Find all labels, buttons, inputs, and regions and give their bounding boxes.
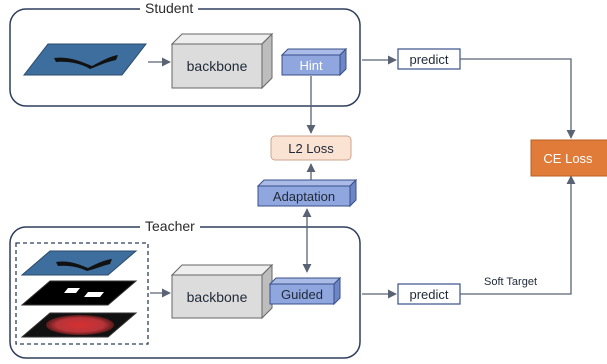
ce-loss-box <box>530 139 607 177</box>
teacher-group-label: Teacher <box>140 218 200 234</box>
l2-loss-box <box>270 135 352 161</box>
ce-loss-label: CE Loss <box>543 150 593 166</box>
student-predict-label: predict <box>409 51 449 67</box>
student-backbone-box <box>170 32 274 90</box>
student-input-image <box>22 43 148 76</box>
student-backbone-label: backbone <box>186 58 248 74</box>
adaptation-box <box>256 178 358 208</box>
guided-label: Guided <box>281 286 323 302</box>
teacher-backbone-box <box>170 263 274 320</box>
adaptation-label: Adaptation <box>272 188 336 204</box>
soft-target-label: Soft Target <box>484 276 537 288</box>
teacher-inputs-frame <box>15 242 149 345</box>
student-group-label: Student <box>140 0 199 16</box>
teacher-predict-label: predict <box>409 286 449 302</box>
teacher-backbone-label: backbone <box>186 288 248 305</box>
teacher-input-image <box>20 250 138 276</box>
teacher-heatmap-image <box>20 312 138 338</box>
guided-box <box>268 276 342 306</box>
hint-label: Hint <box>299 57 323 73</box>
teacher-mask-image <box>20 280 138 306</box>
hint-box <box>280 47 348 77</box>
l2-loss-label: L2 Loss <box>288 140 334 156</box>
